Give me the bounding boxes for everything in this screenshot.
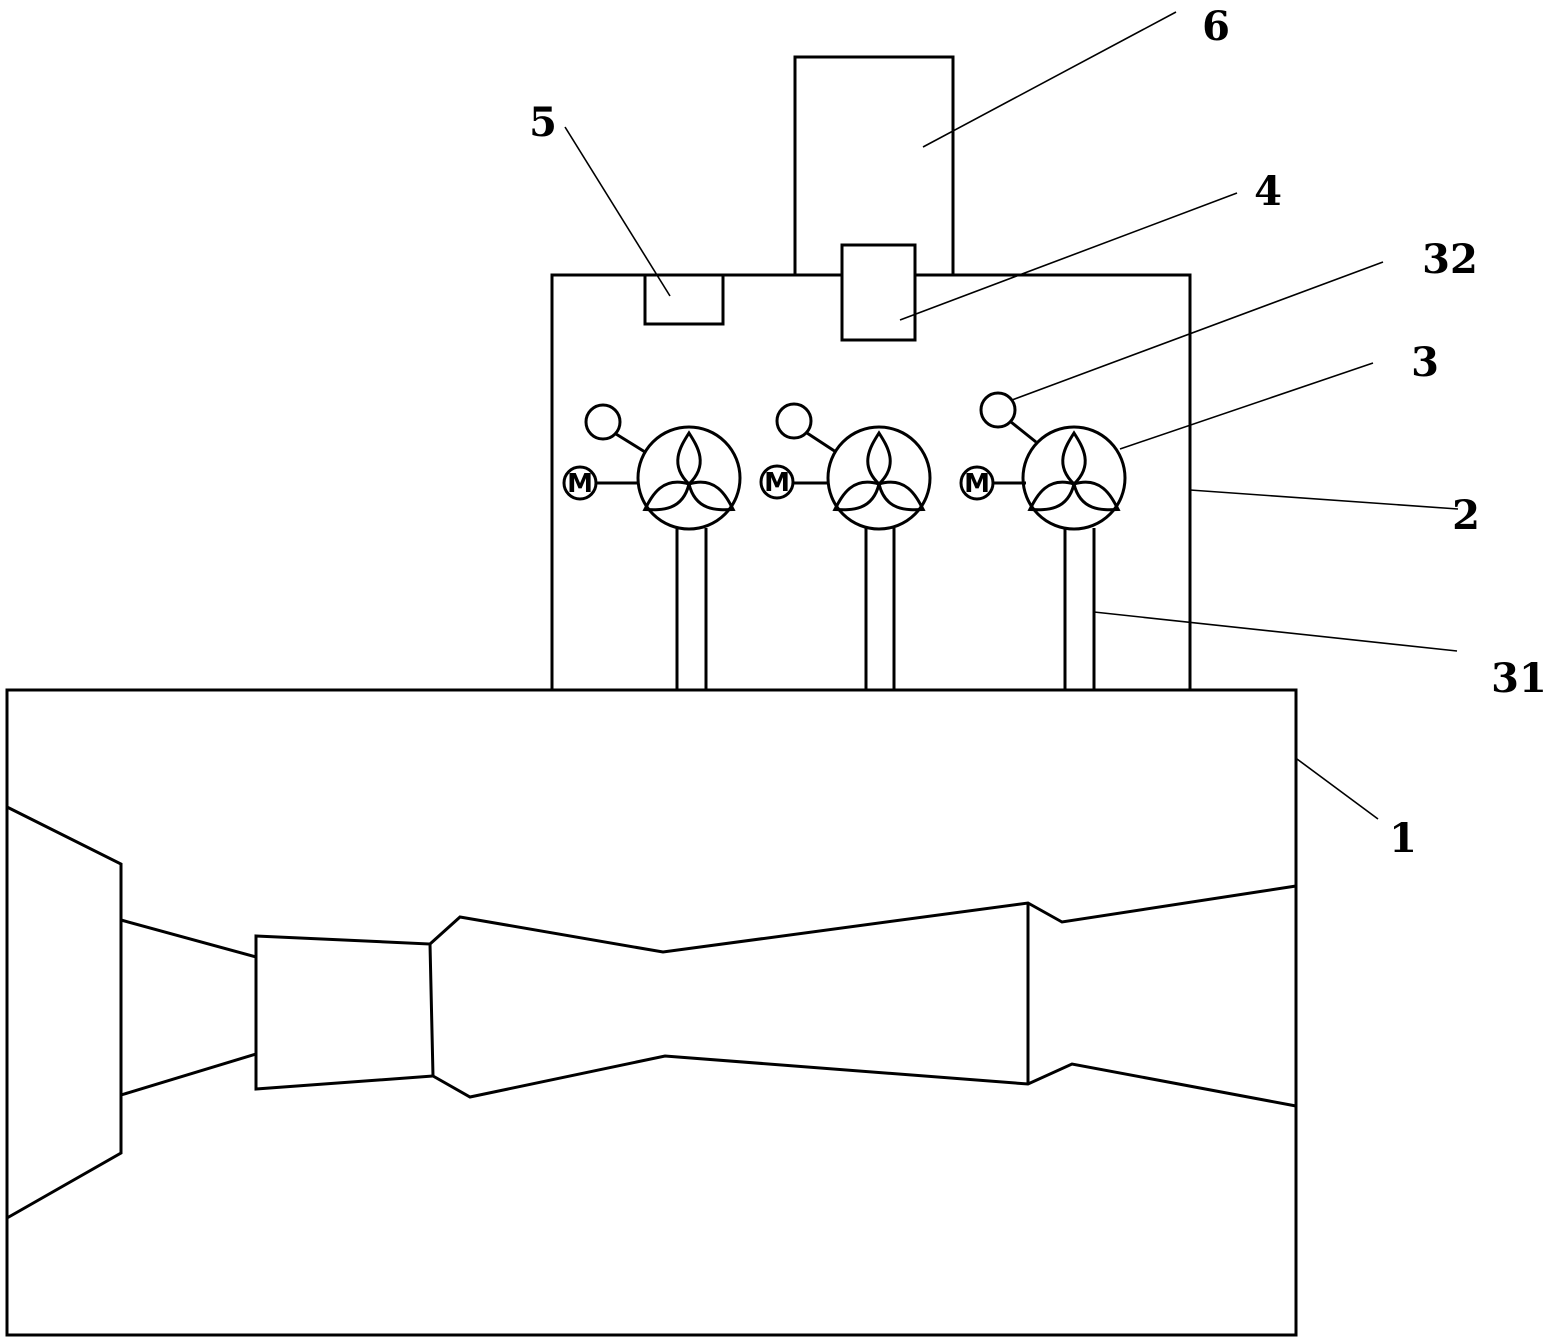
fan-housing	[826, 425, 932, 531]
leader-5	[564, 126, 671, 297]
fan-icon	[1027, 430, 1121, 512]
motor-label: M	[964, 469, 990, 499]
fan-housing	[1021, 425, 1127, 531]
leader-3	[1119, 362, 1374, 450]
label-5: 5	[529, 99, 557, 146]
upper-cabinet-right	[953, 273, 1192, 690]
fan-icon	[832, 430, 926, 512]
leader-lines	[564, 11, 1459, 820]
flow-channel	[6, 805, 1297, 1220]
leader-2	[1189, 489, 1459, 510]
fan-icon	[642, 430, 736, 512]
sensor-circle	[775, 402, 813, 440]
label-2: 2	[1452, 492, 1480, 539]
top-box	[793, 55, 955, 275]
label-32: 32	[1422, 236, 1478, 283]
fan-unit-2: M	[759, 402, 932, 690]
label-31: 31	[1491, 655, 1547, 702]
leader-31	[1093, 611, 1458, 652]
label-1: 1	[1389, 815, 1417, 862]
leader-32	[1011, 261, 1384, 401]
sensor-circle	[584, 403, 622, 441]
fan-housing	[636, 425, 742, 531]
fan-unit-3: M	[959, 391, 1127, 690]
label-4: 4	[1254, 168, 1282, 215]
leader-6	[922, 11, 1177, 148]
control-box	[840, 243, 917, 342]
sensor-circle	[979, 391, 1017, 429]
motor-icon	[562, 465, 598, 501]
label-6: 6	[1202, 3, 1230, 50]
fan-unit-1: M	[562, 403, 742, 690]
motor-label: M	[764, 468, 790, 498]
leader-1	[1296, 758, 1379, 820]
small-box	[643, 273, 725, 326]
leader-4	[899, 192, 1238, 321]
main-housing	[5, 688, 1298, 1337]
motor-icon	[759, 464, 795, 500]
label-3: 3	[1411, 339, 1439, 386]
motor-label: M	[567, 469, 593, 499]
motor-icon	[959, 465, 995, 501]
